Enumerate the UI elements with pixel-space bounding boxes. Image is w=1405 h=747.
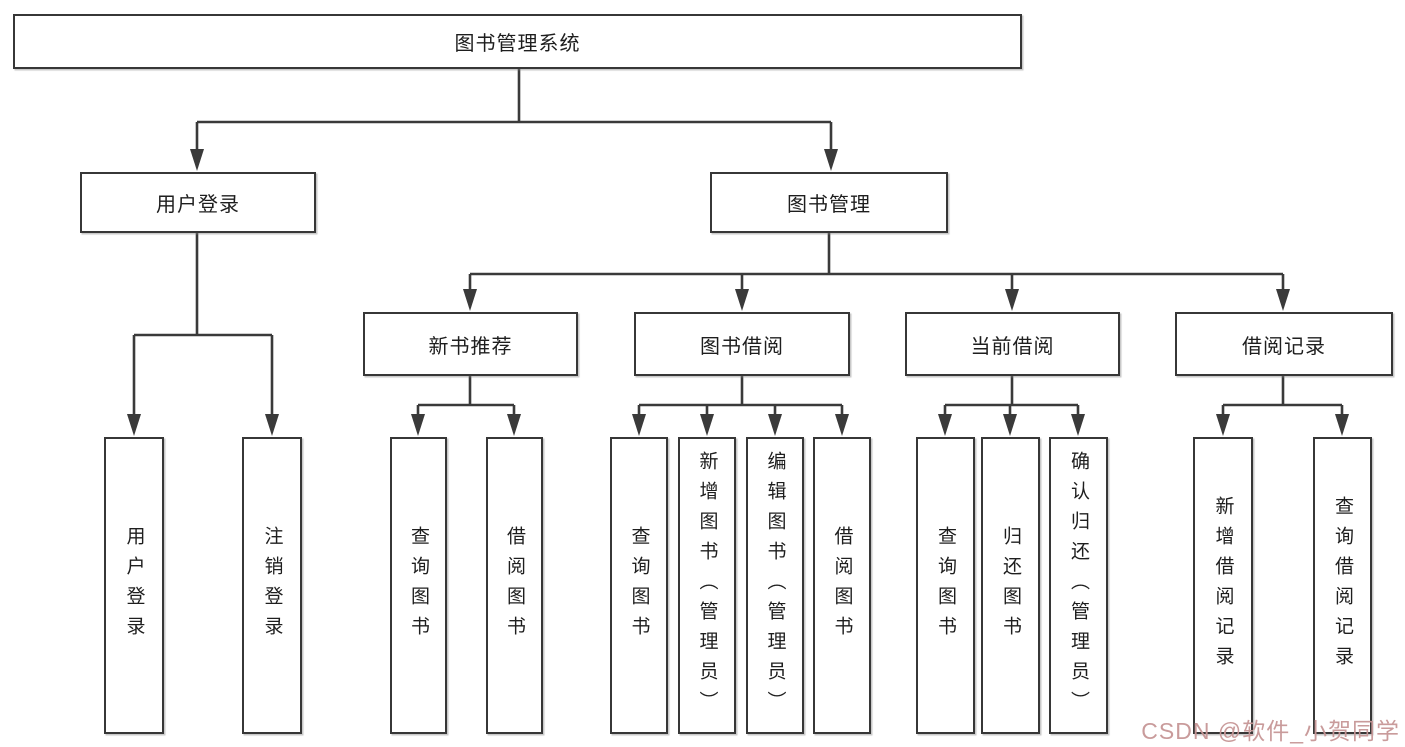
leaf-query-books: 查询图书 (916, 437, 975, 734)
node-user-login: 用户登录 (80, 172, 316, 233)
leaf-add-books-admin: 新增图书（管理员） (678, 437, 736, 734)
node-borrowing-records: 借阅记录 (1175, 312, 1393, 376)
leaf-return-books: 归还图书 (981, 437, 1040, 734)
watermark: CSDN @软件_小贺同学 (1141, 718, 1400, 744)
leaf-user-login: 用户登录 (104, 437, 164, 734)
node-book-borrowing: 图书借阅 (634, 312, 850, 376)
node-new-book-recommendation: 新书推荐 (363, 312, 578, 376)
leaf-query-borrow-record: 查询借阅记录 (1313, 437, 1372, 734)
leaf-confirm-return-admin: 确认归还（管理员） (1049, 437, 1108, 734)
leaf-borrow-books: 借阅图书 (486, 437, 543, 734)
node-current-borrowing: 当前借阅 (905, 312, 1120, 376)
node-library-management-system: 图书管理系统 (13, 14, 1022, 69)
leaf-edit-books-admin: 编辑图书（管理员） (746, 437, 804, 734)
leaf-query-books: 查询图书 (390, 437, 447, 734)
leaf-add-borrow-record: 新增借阅记录 (1193, 437, 1253, 734)
node-book-management: 图书管理 (710, 172, 948, 233)
leaf-borrow-books: 借阅图书 (813, 437, 871, 734)
leaf-query-books: 查询图书 (610, 437, 668, 734)
leaf-logout: 注销登录 (242, 437, 302, 734)
